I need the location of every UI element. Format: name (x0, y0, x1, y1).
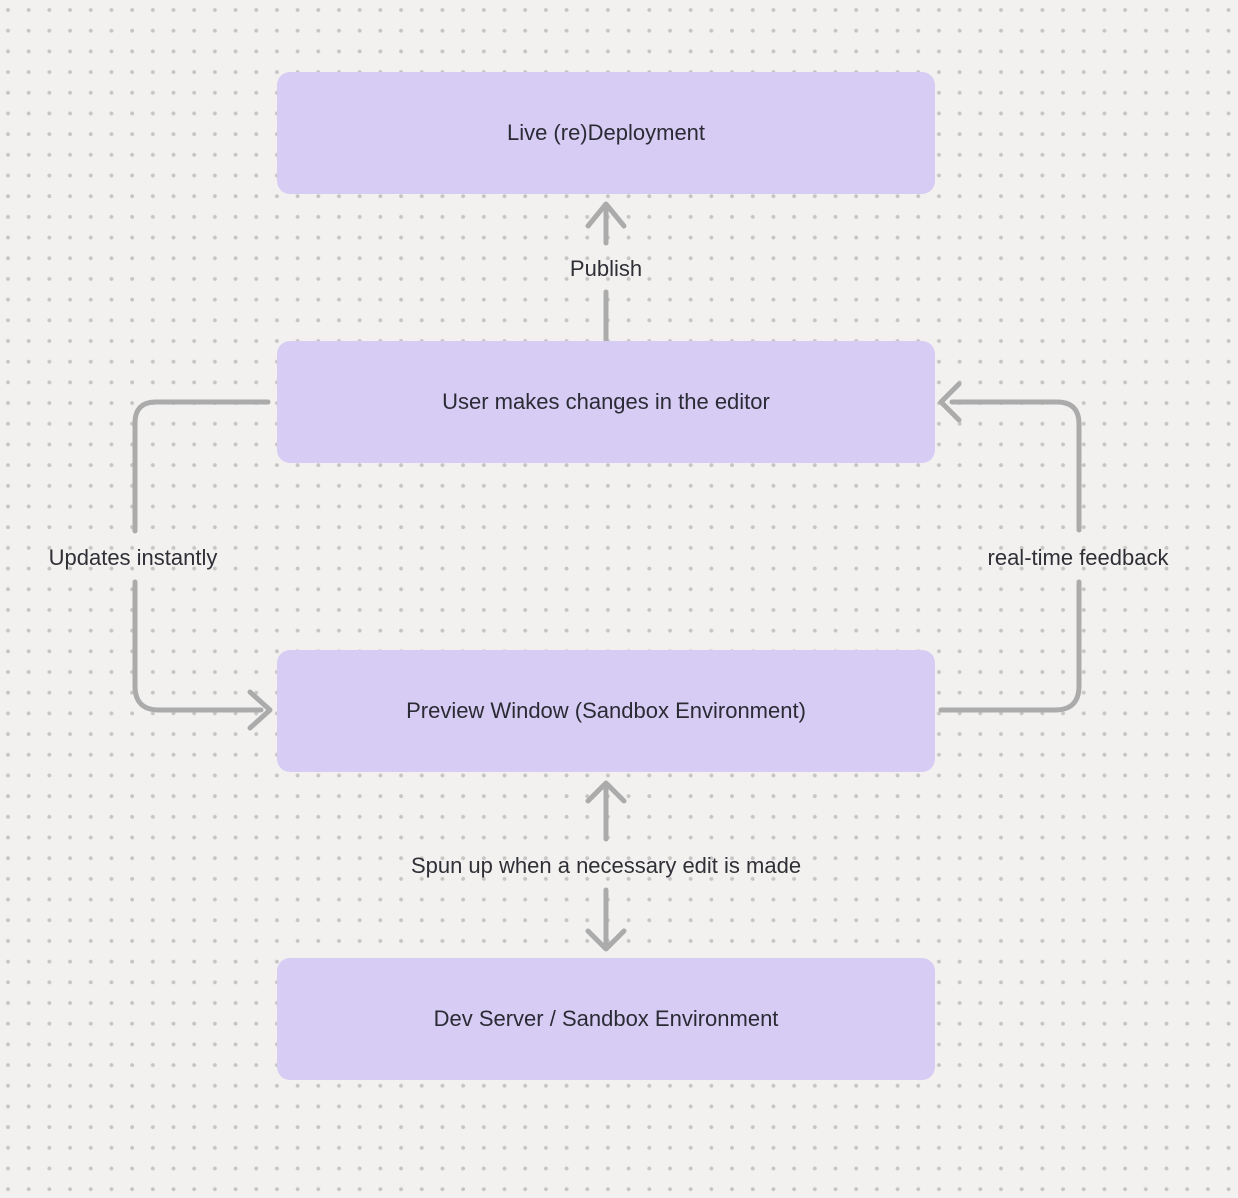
edge-label-updates-instantly: Updates instantly (48, 545, 218, 570)
edge-spun-up (585, 780, 627, 952)
arrowhead-up-icon (585, 780, 627, 804)
edge-realtime-feedback (938, 381, 1082, 713)
edge-updates-segment-lower (132, 579, 264, 713)
edge-updates-instantly (132, 399, 273, 731)
edge-realtime-segment-upper (949, 399, 1082, 533)
node-live-redeployment[interactable]: Live (re)Deployment (277, 72, 935, 194)
arrowhead-left-icon (938, 381, 962, 423)
arrowhead-right-icon (247, 689, 273, 731)
node-label: Dev Server / Sandbox Environment (433, 1006, 779, 1032)
node-label: User makes changes in the editor (442, 389, 770, 415)
node-label: Live (re)Deployment (506, 120, 706, 146)
node-user-editor[interactable]: User makes changes in the editor (277, 341, 935, 463)
arrowhead-down-icon (585, 928, 627, 952)
node-preview-window[interactable]: Preview Window (Sandbox Environment) (277, 650, 935, 772)
node-label: Preview Window (Sandbox Environment) (406, 698, 806, 724)
edge-updates-segment-upper (132, 399, 271, 534)
edge-label-publish: Publish (569, 256, 643, 281)
edge-label-spun-up: Spun up when a necessary edit is made (410, 853, 802, 878)
edge-label-realtime-feedback: real-time feedback (987, 545, 1169, 570)
edge-realtime-segment-lower (938, 579, 1082, 713)
edge-publish (585, 201, 627, 344)
node-dev-server[interactable]: Dev Server / Sandbox Environment (277, 958, 935, 1080)
arrowhead-up-icon (585, 201, 627, 229)
